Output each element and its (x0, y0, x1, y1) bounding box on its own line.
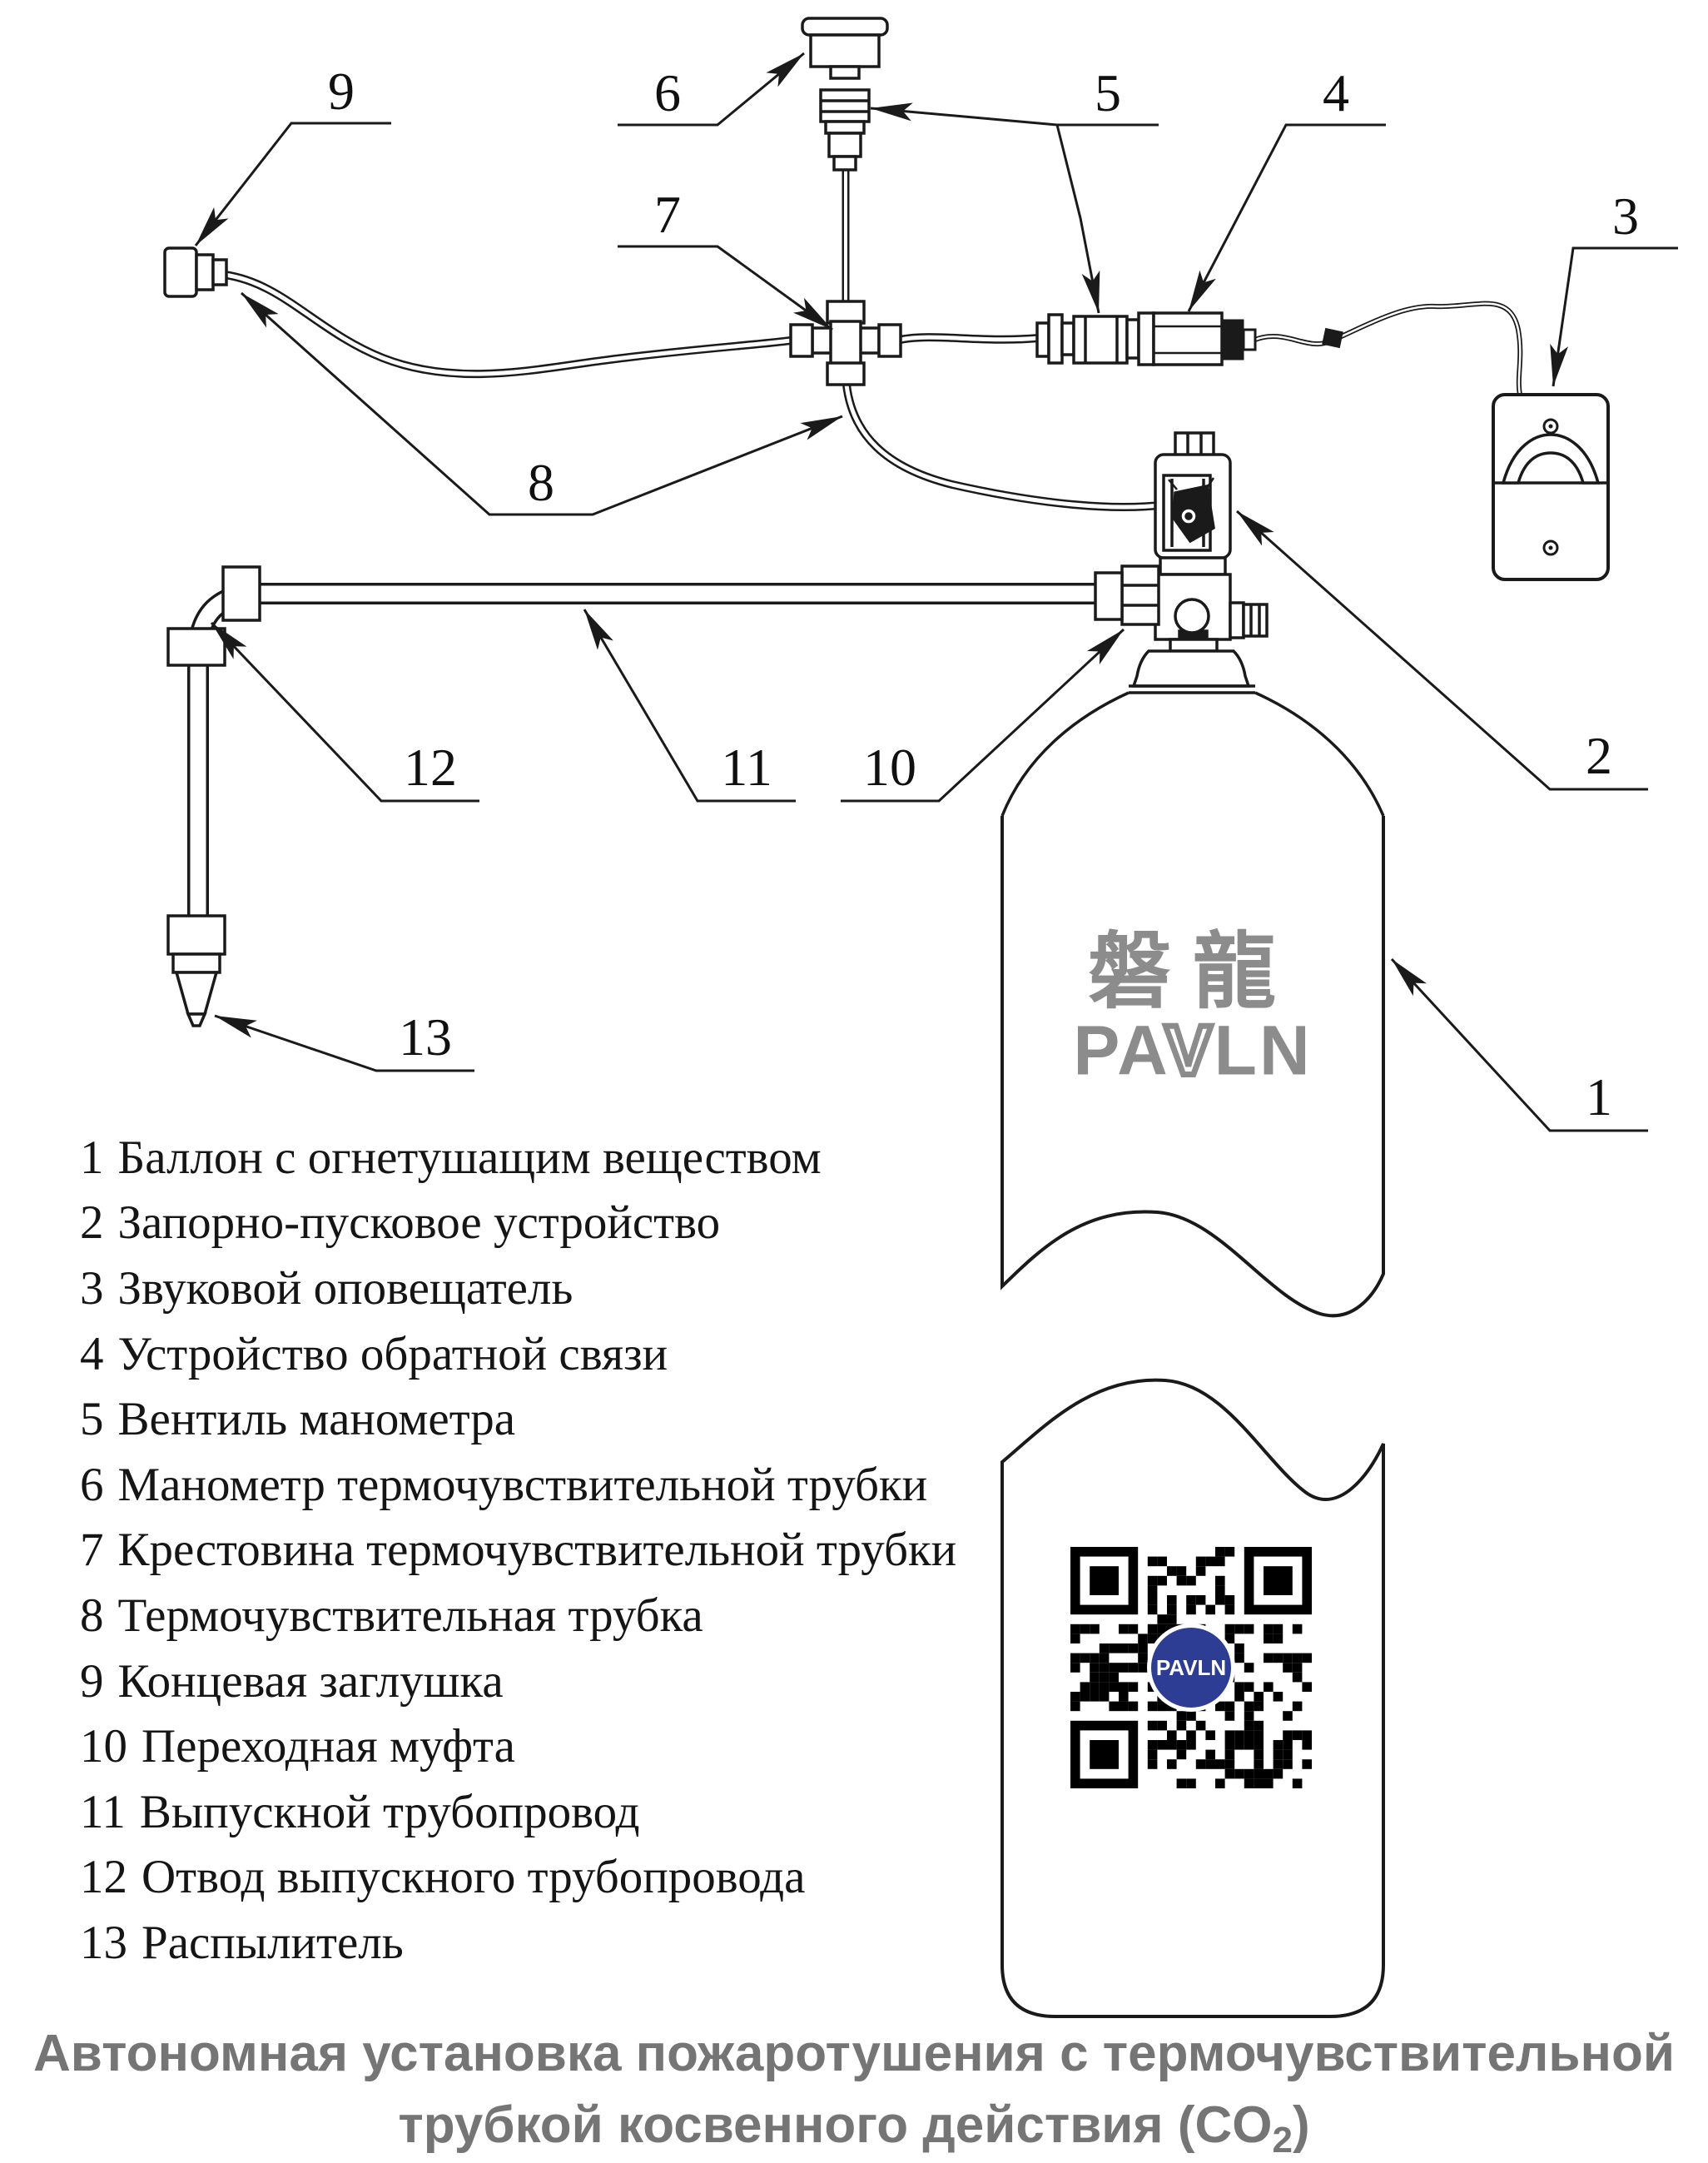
callout-12: 12 (404, 738, 457, 797)
gauge-valve-inline (1035, 311, 1155, 366)
callout-7: 7 (654, 185, 681, 244)
gauge-assembly (801, 17, 889, 172)
cross-fitting (789, 300, 902, 386)
brand-ln: LN (1214, 1011, 1313, 1090)
qr-center-badge: PAVLN (1147, 1623, 1235, 1712)
figure-title: Автономная установка пожаротушения с тер… (0, 2018, 1708, 2163)
feedback-device (1152, 311, 1343, 366)
elbow-and-sprayer (166, 565, 261, 1027)
wire-connector (1322, 327, 1343, 349)
brand-latin-logo: PAVLN (1073, 1008, 1313, 1092)
brand-v: V (1162, 1008, 1214, 1092)
brand-chinese-logo: 磐龍 (1088, 922, 1298, 1021)
qr-badge-label: PAVLN (1155, 1654, 1227, 1680)
callout-8: 8 (528, 453, 554, 512)
callout-11: 11 (721, 738, 772, 797)
callout-5: 5 (1095, 63, 1121, 122)
callout-4: 4 (1323, 63, 1349, 122)
callout-1: 1 (1586, 1067, 1612, 1126)
end-plug (163, 246, 228, 298)
callout-2: 2 (1586, 726, 1612, 785)
figure-title-line1: Автономная установка пожаротушения с тер… (33, 2025, 1675, 2082)
figure-title-line2: трубкой косвенного действия (CO2) (398, 2096, 1310, 2161)
callout-3: 3 (1612, 186, 1639, 246)
callout-6: 6 (654, 63, 681, 122)
brand-pa: PA (1073, 1011, 1165, 1090)
callout-leaders (194, 52, 1678, 1132)
release-valve (1000, 431, 1385, 817)
sound-alarm (1492, 393, 1610, 581)
callout-10: 10 (863, 738, 916, 797)
callout-13: 13 (399, 1007, 452, 1067)
callout-9: 9 (328, 62, 355, 121)
cylinder-upper (1000, 816, 1385, 1318)
